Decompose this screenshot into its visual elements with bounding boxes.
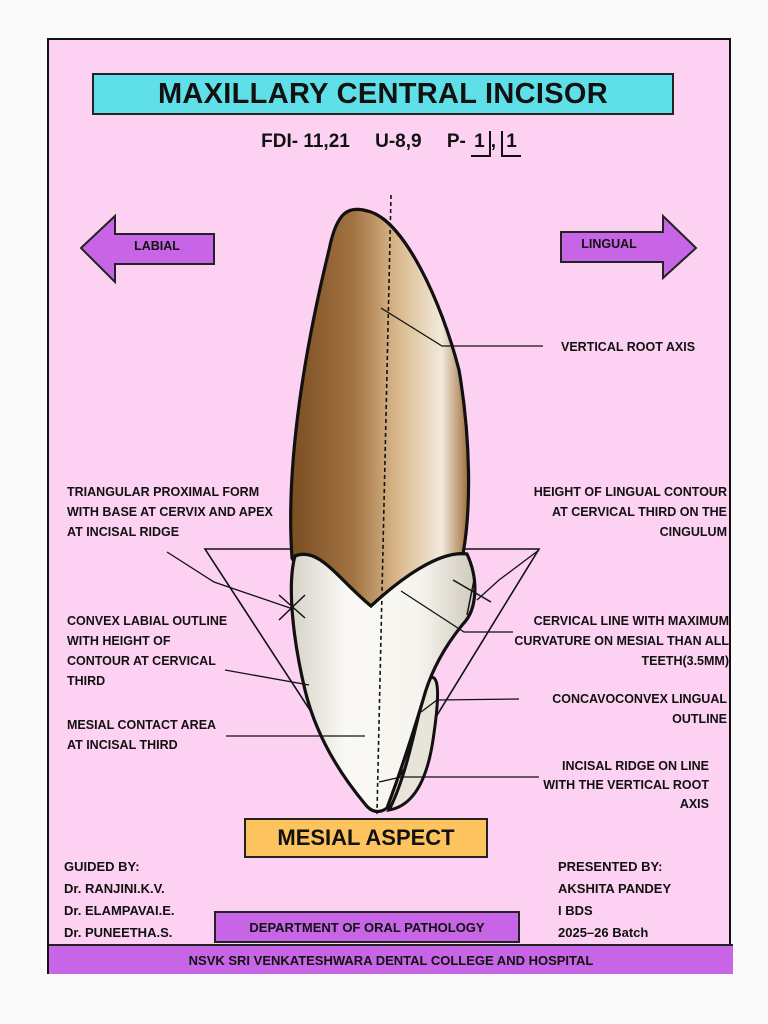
guide-name: Dr. ELAMPAVAI.E. <box>64 903 175 918</box>
universal-code: U-8,9 <box>375 131 422 152</box>
palmer-separator: , <box>490 131 497 152</box>
label-line: WITH BASE AT CERVIX AND APEX <box>67 505 273 519</box>
presenter-class: I BDS <box>558 903 593 918</box>
fdi-code: FDI- 11,21 <box>261 131 350 152</box>
label-line: AT INCISAL THIRD <box>67 738 178 752</box>
vertical-root-axis-line <box>376 194 392 813</box>
label-line: CERVICAL LINE WITH MAXIMUM <box>533 614 729 628</box>
label-line: OUTLINE <box>672 712 727 726</box>
college-label: NSVK SRI VENKATESHWARA DENTAL COLLEGE AN… <box>188 952 594 968</box>
leader-lines <box>166 307 543 783</box>
presenter-name: AKSHITA PANDEY <box>558 881 672 896</box>
label-line: HEIGHT OF LINGUAL CONTOUR <box>533 485 727 499</box>
lingual-arrow <box>560 213 698 281</box>
college-box: NSVK SRI VENKATESHWARA DENTAL COLLEGE AN… <box>49 944 733 974</box>
aspect-label: MESIAL ASPECT <box>277 825 455 850</box>
guided-by-block: GUIDED BY: Dr. RANJINI.K.V. Dr. ELAMPAVA… <box>64 856 175 944</box>
lingual-outline <box>386 676 440 812</box>
lingual-contour-marker <box>452 579 492 616</box>
label-line: CINGULUM <box>659 525 727 539</box>
tooth-codes: FDI- 11,21 U-8,9 P- 1, 1 <box>49 131 733 157</box>
aspect-box: MESIAL ASPECT <box>244 818 488 858</box>
palmer-left-quadrant: 1 <box>501 131 521 157</box>
label-line: AXIS <box>679 797 709 811</box>
label-line: CONTOUR AT CERVICAL <box>67 654 216 668</box>
palmer-prefix: P- <box>446 131 466 152</box>
label-line: CURVATURE ON MESIAL THAN ALL <box>514 634 729 648</box>
cervical-line-label: CERVICAL LINE WITH MAXIMUM CURVATURE ON … <box>489 611 729 671</box>
poster: MAXILLARY CENTRAL INCISOR FDI- 11,21 U-8… <box>47 38 733 974</box>
page-title: MAXILLARY CENTRAL INCISOR <box>157 77 609 110</box>
label-line: CONCAVOCONVEX LINGUAL <box>552 692 727 706</box>
presented-heading: PRESENTED BY: <box>558 859 663 874</box>
label-line: MESIAL CONTACT AREA <box>67 718 217 732</box>
label-line: INCISAL RIDGE ON LINE <box>561 759 709 773</box>
title-box: MAXILLARY CENTRAL INCISOR <box>92 73 674 115</box>
label-line: THIRD <box>67 674 106 688</box>
label-line: TRIANGULAR PROXIMAL FORM <box>67 485 260 499</box>
tooth-root <box>289 207 471 612</box>
label-line: AT CERVICAL THIRD ON THE <box>551 505 727 519</box>
concavoconvex-label: CONCAVOCONVEX LINGUAL OUTLINE <box>519 689 727 729</box>
incisal-ridge-label: INCISAL RIDGE ON LINE WITH THE VERTICAL … <box>519 757 709 814</box>
label-line: AT INCISAL RIDGE <box>67 525 180 539</box>
cervical-line <box>294 552 468 608</box>
height-lingual-label: HEIGHT OF LINGUAL CONTOUR AT CERVICAL TH… <box>479 482 727 542</box>
presenter-batch: 2025–26 Batch <box>558 925 649 940</box>
guide-name: Dr. RANJINI.K.V. <box>64 881 165 896</box>
department-label: DEPARTMENT OF ORAL PATHOLOGY <box>249 919 485 935</box>
palmer-right-quadrant: 1 <box>471 131 491 157</box>
label-line: TEETH(3.5MM) <box>641 654 730 668</box>
label-line: CONVEX LABIAL OUTLINE <box>67 614 228 628</box>
labial-arrow <box>79 213 215 285</box>
triangular-form-label: TRIANGULAR PROXIMAL FORM WITH BASE AT CE… <box>67 482 307 542</box>
lingual-label: LINGUAL <box>581 237 637 251</box>
vertical-root-axis-label: VERTICAL ROOT AXIS <box>561 340 696 354</box>
label-line: WITH THE VERTICAL ROOT <box>543 778 709 792</box>
presented-by-block: PRESENTED BY: AKSHITA PANDEY I BDS 2025–… <box>558 856 671 944</box>
guide-name: Dr. PUNEETHA.S. <box>64 925 173 940</box>
label-line: WITH HEIGHT OF <box>67 634 171 648</box>
guided-heading: GUIDED BY: <box>64 859 140 874</box>
tooth-illustration <box>79 194 698 815</box>
labial-contour-marker <box>278 594 306 621</box>
mesial-contact-label: MESIAL CONTACT AREA AT INCISAL THIRD <box>67 715 267 755</box>
labial-label: LABIAL <box>134 239 180 253</box>
convex-labial-label: CONVEX LABIAL OUTLINE WITH HEIGHT OF CON… <box>67 611 267 691</box>
department-box: DEPARTMENT OF ORAL PATHOLOGY <box>214 911 520 943</box>
